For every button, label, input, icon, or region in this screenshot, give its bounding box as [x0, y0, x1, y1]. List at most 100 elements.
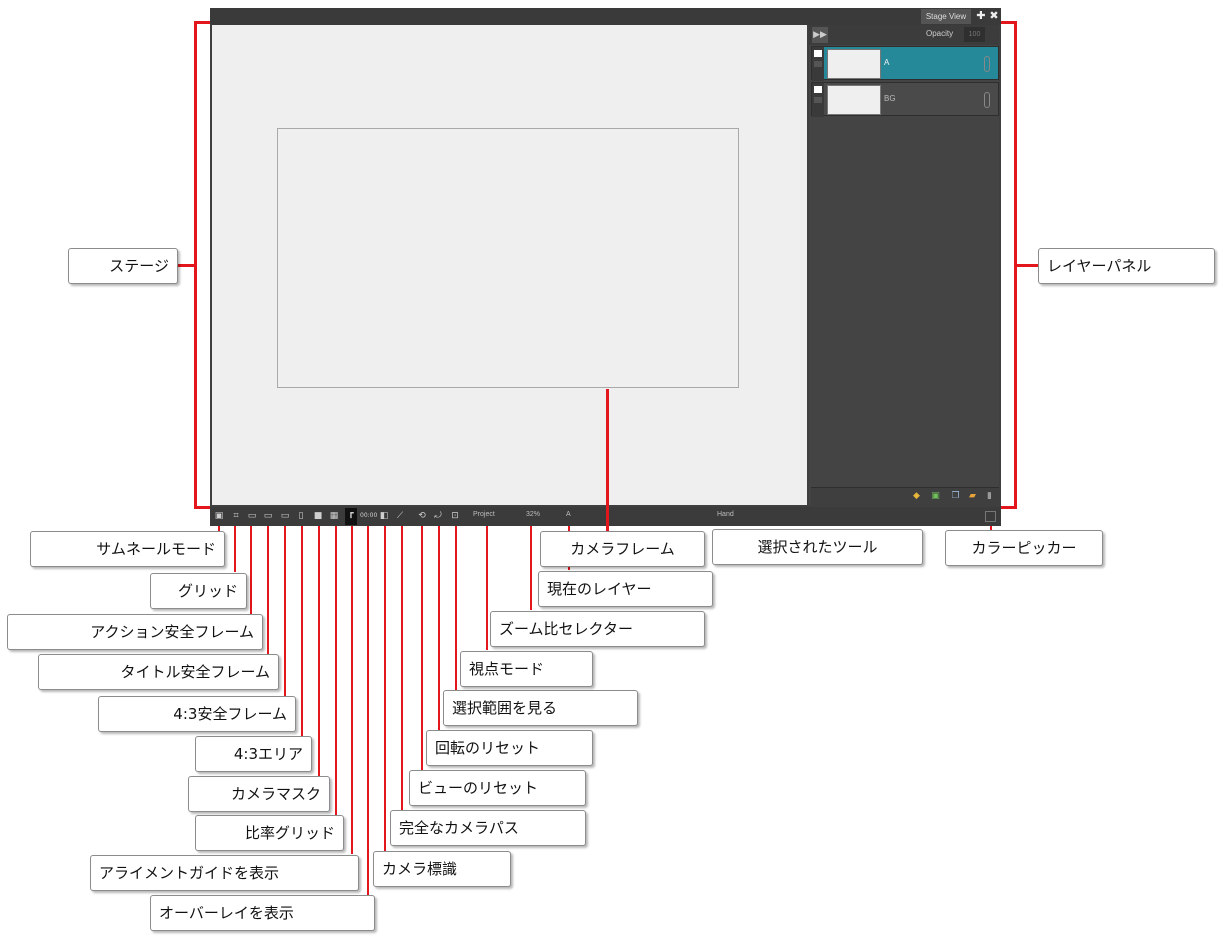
callout-color-picker: カラーピッカー	[945, 530, 1103, 566]
safe-4-3-icon[interactable]: ▭	[280, 511, 290, 521]
title-safe-icon[interactable]: ▭	[263, 511, 273, 521]
layer-row-a[interactable]: A	[811, 46, 999, 81]
visibility-icon[interactable]	[814, 50, 822, 57]
camera-path-icon[interactable]: ⟋	[396, 511, 404, 521]
callout-show-overlay: オーバーレイを表示	[150, 895, 375, 931]
pointer-line	[250, 526, 252, 614]
callout-full-camera-path: 完全なカメラパス	[390, 810, 586, 846]
bracket-line	[194, 506, 210, 509]
callout-selected-tool: 選択されたツール	[712, 529, 923, 565]
layer-toggle-column	[812, 47, 824, 81]
layer-panel-toolbar: ◆ ▣ ❐ ▰ ▮	[811, 487, 999, 505]
layer-thumbnail	[827, 85, 881, 115]
pointer-line	[455, 526, 457, 690]
pointer-line	[335, 526, 337, 816]
layer-toggle-column	[812, 83, 824, 117]
pointer-line	[267, 526, 269, 654]
zoom-ratio-select[interactable]: 32%	[526, 511, 541, 518]
view-selection-icon[interactable]: ⊡	[451, 511, 459, 521]
alignment-guides-icon[interactable]: ┏	[345, 508, 357, 525]
duplicate-layer-icon[interactable]: ❐	[951, 491, 960, 501]
pointer-line	[438, 526, 440, 730]
camera-frame	[277, 128, 739, 388]
add-drawing-layer-icon[interactable]: ◆	[913, 491, 920, 501]
opacity-field[interactable]: 100	[964, 27, 985, 42]
bracket-line	[178, 264, 196, 267]
callout-perspective-mode: 視点モード	[460, 651, 593, 687]
callout-reset-rotation: 回転のリセット	[426, 730, 593, 766]
plus-icon[interactable]: ✚	[976, 9, 986, 22]
pointer-line	[421, 526, 423, 770]
visibility-icon[interactable]	[814, 86, 822, 93]
layer-grip-icon[interactable]	[984, 56, 990, 72]
stage-view-window: Stage View ✚ ✖ ▶▶ Opacity 100 A BG ◆ ▣ ❐	[210, 8, 1001, 526]
bracket-line	[1001, 21, 1017, 24]
callout-camera-frame: カメラフレーム	[540, 531, 705, 567]
lock-icon[interactable]	[814, 97, 822, 103]
callout-camera-mask: カメラマスク	[188, 776, 330, 812]
ratio-grid-icon[interactable]: ▦	[329, 511, 339, 521]
pointer-line	[351, 526, 353, 854]
camera-frame-line	[606, 389, 609, 531]
callout-ratio-grid: 比率グリッド	[195, 815, 344, 851]
current-tool-indicator: Hand	[717, 511, 734, 518]
layer-grip-icon[interactable]	[984, 92, 990, 108]
title-bar: Stage View ✚ ✖	[210, 8, 1001, 25]
callout-current-layer: 現在のレイヤー	[538, 571, 713, 607]
grid-icon[interactable]: ⌗	[233, 511, 239, 521]
overlay-timecode[interactable]: 00:00	[360, 512, 378, 519]
add-folder-icon[interactable]: ▰	[969, 491, 976, 501]
perspective-mode-select[interactable]: Project	[473, 511, 495, 518]
pointer-line	[234, 526, 236, 572]
callout-camera-marker: カメラ標識	[373, 851, 511, 887]
pointer-line	[367, 526, 369, 896]
callout-area-4-3: 4:3エリア	[195, 736, 312, 772]
layer-panel: ▶▶ Opacity 100 A BG ◆ ▣ ❐ ▰ ▮	[809, 25, 999, 505]
tab-stage-view[interactable]: Stage View	[921, 9, 971, 24]
callout-zoom-selector: ズーム比セレクター	[490, 611, 705, 647]
color-picker-swatch[interactable]	[985, 511, 996, 522]
pointer-line	[486, 526, 488, 650]
callout-action-safe: アクション安全フレーム	[7, 614, 263, 650]
callout-grid: グリッド	[150, 573, 247, 609]
add-image-layer-icon[interactable]: ▣	[931, 491, 940, 501]
camera-mask-icon[interactable]: ■	[313, 511, 323, 521]
callout-safe-4-3: 4:3安全フレーム	[98, 696, 296, 732]
bracket-line	[1001, 506, 1017, 509]
expand-panel-icon[interactable]: ▶▶	[812, 27, 828, 43]
pointer-line	[384, 526, 386, 851]
trash-icon[interactable]: ▮	[987, 491, 992, 501]
bracket-line	[194, 21, 210, 24]
pointer-line	[401, 526, 403, 810]
pointer-line	[284, 526, 286, 696]
callout-title-safe: タイトル安全フレーム	[38, 654, 279, 690]
layer-name: A	[884, 58, 890, 67]
callout-thumbnail-mode: サムネールモード	[30, 531, 225, 567]
current-layer-indicator: A	[566, 511, 571, 518]
reset-view-icon[interactable]: ⟲	[418, 511, 426, 521]
layer-panel-header: ▶▶ Opacity 100	[809, 25, 999, 45]
opacity-label: Opacity	[926, 29, 954, 38]
pointer-line	[301, 526, 303, 736]
pointer-line	[990, 526, 992, 532]
bracket-line	[1015, 264, 1039, 267]
callout-alignment-guides: アライメントガイドを表示	[90, 855, 359, 891]
stage-toolbar: ▣ ⌗ ▭ ▭ ▭ ▯ ■ ▦ ┏ 00:00 ◧ ⟋ ⟲ ⤾ ⊡ Projec…	[210, 507, 1001, 526]
action-safe-icon[interactable]: ▭	[247, 511, 257, 521]
layer-row-bg[interactable]: BG	[811, 82, 999, 117]
area-4-3-icon[interactable]: ▯	[298, 511, 304, 521]
lock-icon[interactable]	[814, 61, 822, 67]
pointer-line	[318, 526, 320, 776]
layer-thumbnail	[827, 49, 881, 79]
callout-reset-view: ビューのリセット	[409, 770, 586, 806]
layer-name: BG	[884, 94, 896, 103]
pointer-line	[530, 526, 532, 610]
thumbnail-mode-icon[interactable]: ▣	[214, 511, 224, 521]
callout-stage: ステージ	[68, 248, 178, 284]
callout-view-selection: 選択範囲を見る	[443, 690, 638, 726]
stage[interactable]	[212, 25, 807, 505]
reset-rotation-icon[interactable]: ⤾	[434, 511, 442, 521]
callout-layer-panel: レイヤーパネル	[1038, 248, 1215, 284]
camera-marker-icon[interactable]: ◧	[379, 511, 389, 521]
close-icon[interactable]: ✖	[989, 9, 999, 22]
